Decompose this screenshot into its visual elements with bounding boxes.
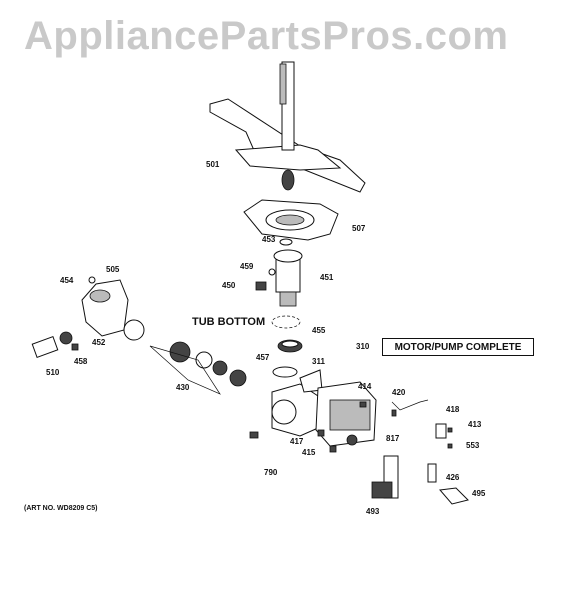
watermark-logo: AppliancePartsPros.com [24,14,509,58]
label-311[interactable]: 311 [312,357,325,366]
part-420[interactable] [391,399,429,411]
housing-505[interactable] [81,279,129,337]
spray-arm-501[interactable] [209,61,366,193]
art-number: (ART NO. WD8209 C5) [24,505,98,512]
part-495[interactable] [439,487,469,505]
label-452[interactable]: 452 [92,338,106,347]
clamp-457[interactable] [272,366,298,378]
part-790[interactable] [249,431,259,439]
clamp-452[interactable] [123,319,145,341]
tub-bottom-label: TUB BOTTOM [192,316,266,328]
label-495[interactable]: 495 [472,489,486,498]
part-817[interactable] [391,409,397,417]
label-414[interactable]: 414 [358,382,372,391]
label-450[interactable]: 450 [222,281,236,290]
part-413[interactable] [447,427,453,433]
o-ring-453[interactable] [279,238,293,246]
label-451[interactable]: 451 [320,273,334,282]
bracket-418[interactable] [435,423,447,439]
part-417[interactable] [317,429,325,437]
label-454[interactable]: 454 [60,276,74,285]
part-415[interactable] [329,445,337,453]
tube-assembly-451[interactable] [273,249,303,307]
label-453[interactable]: 453 [262,235,276,244]
label-501[interactable]: 501 [206,160,220,169]
manifold-plate-507[interactable] [243,199,339,241]
label-505[interactable]: 505 [106,265,120,274]
label-457[interactable]: 457 [256,353,270,362]
label-455[interactable]: 455 [312,326,326,335]
label-430[interactable]: 430 [176,383,190,392]
part-459[interactable] [268,268,276,276]
part-454[interactable] [88,276,96,284]
part-426[interactable] [427,463,437,483]
label-507[interactable]: 507 [352,224,366,233]
part-553[interactable] [447,443,453,449]
label-817[interactable]: 817 [386,434,400,443]
label-417[interactable]: 417 [290,437,304,446]
part-414[interactable] [359,401,367,408]
valve-510[interactable] [31,331,73,358]
pump-311[interactable] [271,369,323,437]
motor-assembly[interactable] [315,381,377,447]
label-510[interactable]: 510 [46,368,60,377]
label-458[interactable]: 458 [74,357,88,366]
label-420[interactable]: 420 [392,388,406,397]
bracket-493[interactable] [371,455,399,499]
label-459[interactable]: 459 [240,262,254,271]
label-413[interactable]: 413 [468,420,482,429]
label-553[interactable]: 553 [466,441,480,450]
label-790[interactable]: 790 [264,468,278,477]
label-426[interactable]: 426 [446,473,460,482]
tub-bottom-ring [271,315,301,329]
label-415[interactable]: 415 [302,448,316,457]
part-458[interactable] [71,343,79,351]
motor-pump-ref[interactable]: 310 [356,342,370,351]
label-493[interactable]: 493 [366,507,380,516]
part-450[interactable] [255,281,267,291]
motor-pump-complete-box[interactable]: MOTOR/PUMP COMPLETE [382,338,534,356]
label-418[interactable]: 418 [446,405,460,414]
kit-430[interactable] [149,341,247,395]
